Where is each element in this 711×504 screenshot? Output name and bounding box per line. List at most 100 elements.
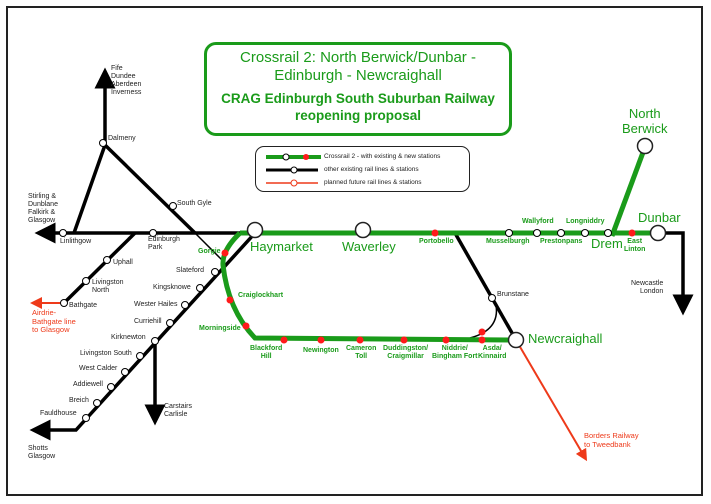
label-morningside: Morningside: [199, 325, 241, 332]
station-breich: [93, 399, 101, 407]
label-kingsknowe: Kingsknowe: [153, 284, 191, 291]
legend-crossrail-label: Crossrail 2 - with existing & new statio…: [324, 153, 441, 160]
label-west-calder: West Calder: [79, 365, 118, 372]
station-haymarket: [246, 221, 264, 239]
label-newington: Newington: [303, 347, 339, 354]
station-edinburgh-park: [149, 229, 157, 237]
station-dalmeny: [99, 139, 107, 147]
legend-existing-label: other existing rail lines & stations: [324, 166, 419, 173]
legend-existing-swatch: [266, 166, 318, 174]
station-drem: [604, 229, 612, 237]
line-dalmeny-linlithgow: [72, 144, 107, 234]
station-bathgate: [60, 299, 68, 307]
station-portobello: [431, 229, 439, 237]
line-brunstane: [453, 232, 518, 341]
label-waverley: Waverley: [342, 239, 396, 254]
station-morningside: [242, 322, 250, 330]
label-fauldhouse: Fauldhouse: [40, 410, 77, 417]
station-musselburgh: [505, 229, 513, 237]
station-wester-hailes: [181, 301, 189, 309]
legend-planned-label: planned future rail lines & stations: [324, 179, 422, 186]
station-wallyford: [533, 229, 541, 237]
station-duddingston: [400, 336, 408, 344]
title-line-1: Crossrail 2: North Berwick/Dunbar -: [240, 49, 476, 66]
station-niddrie: [442, 336, 450, 344]
station-livingston-south: [136, 352, 144, 360]
station-west-calder: [121, 368, 129, 376]
label-portobello: Portobello: [419, 238, 454, 245]
map-frame: [6, 6, 703, 496]
label-uphall: Uphall: [113, 259, 133, 266]
label-prestonpans: Prestonpans: [540, 238, 583, 245]
line-bathgate: [62, 231, 137, 305]
line-crossrail-north-berwick: [609, 146, 648, 237]
station-linlithgow: [59, 229, 67, 237]
label-dalmeny: Dalmeny: [108, 135, 136, 142]
station-gorgie: [221, 249, 229, 257]
line-borders-railway: [515, 339, 588, 462]
line-dalmeny-haymarket: [103, 143, 197, 235]
label-dunbar: Dunbar: [638, 210, 681, 225]
station-curriehill: [166, 319, 174, 327]
label-duddingston: Duddingston/Craigmillar: [383, 345, 429, 361]
line-gorgie-spur: [194, 232, 225, 263]
station-kingsknowe: [196, 284, 204, 292]
label-longniddry: Longniddry: [566, 218, 605, 225]
label-breich: Breich: [69, 397, 89, 404]
station-blackford-hill: [280, 336, 288, 344]
label-wester-hailes: Wester Hailes: [134, 301, 178, 308]
title-line-2: Edinburgh - Newcraighall: [274, 67, 442, 84]
station-slateford: [211, 268, 219, 276]
label-curriehill: Curriehill: [134, 318, 162, 325]
station-longniddry: [581, 229, 589, 237]
label-kirknewton: Kirknewton: [111, 334, 146, 341]
legend: Crossrail 2 - with existing & new statio…: [255, 146, 470, 192]
label-asda: Asda/Kinnaird: [478, 345, 507, 361]
label-bathgate: Bathgate: [69, 302, 98, 309]
legend-planned-swatch: [266, 179, 318, 187]
station-kirknewton: [151, 337, 159, 345]
label-drem: Drem: [591, 236, 623, 251]
station-brunstane: [488, 294, 496, 302]
label-haymarket: Haymarket: [250, 239, 313, 254]
station-newington: [317, 336, 325, 344]
station-prestonpans: [557, 229, 565, 237]
label-linlithgow: Linlithgow: [60, 238, 92, 245]
station-cameron-toll: [356, 336, 364, 344]
label-addiewell: Addiewell: [73, 381, 103, 388]
station-fauldhouse: [82, 414, 90, 422]
title-line-3: CRAG Edinburgh South Suburban Railway: [221, 91, 495, 106]
label-brunstane: Brunstane: [497, 291, 529, 298]
station-south-gyle: [169, 202, 177, 210]
legend-crossrail-swatch: [266, 153, 321, 161]
station-asda: [478, 336, 486, 344]
station-waverley: [354, 221, 372, 239]
label-gorgie: Gorgie: [198, 248, 221, 255]
station-uphall: [103, 256, 111, 264]
station-brunstane-curve: [478, 328, 486, 336]
label-south-gyle: South Gyle: [177, 200, 212, 207]
label-slateford: Slateford: [176, 267, 205, 274]
title-box: Crossrail 2: North Berwick/Dunbar - Edin…: [204, 42, 512, 136]
label-niddrie: Niddrie/Bingham Fort: [432, 345, 478, 361]
line-shotts: [29, 231, 257, 441]
station-newcraighall: [507, 331, 525, 349]
line-main-east: [658, 231, 694, 316]
station-north-berwick: [636, 137, 654, 155]
label-wallyford: Wallyford: [522, 218, 554, 225]
station-east-linton: [628, 229, 636, 237]
title-line-4: reopening proposal: [294, 108, 421, 123]
